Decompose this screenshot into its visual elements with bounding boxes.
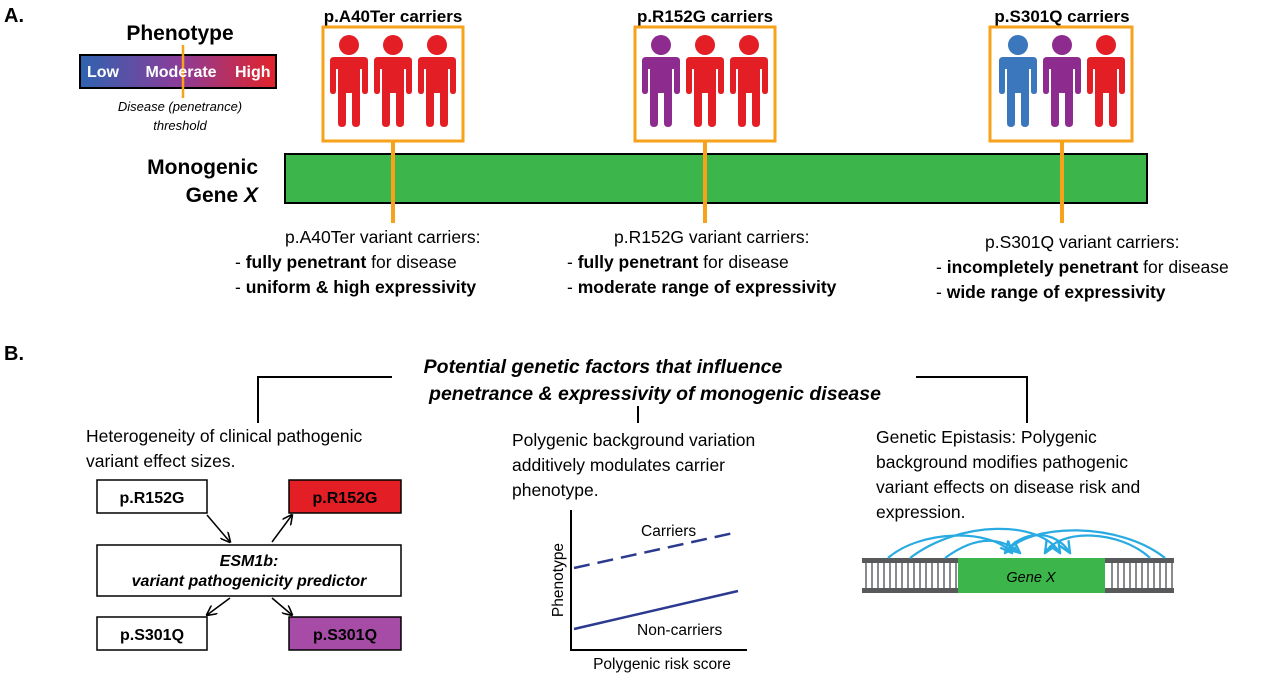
prs-plot: Phenotype Polygenic risk score Carriers … xyxy=(550,510,747,673)
gene-x-segment xyxy=(958,558,1105,593)
phenotype-high-label: High xyxy=(235,64,271,81)
gene-label-italic: X xyxy=(243,184,260,207)
bullet: - xyxy=(567,277,578,297)
col3-desc-line3: variant effects on disease risk and xyxy=(876,477,1140,497)
bullet: - xyxy=(936,257,947,277)
col2-desc-line2: additively modulates carrier xyxy=(512,455,725,475)
desc-line1: p.S301Q variant carriers: xyxy=(985,232,1180,252)
group-title: p.A40Ter carriers xyxy=(324,7,463,26)
panel-b-label: B. xyxy=(4,343,24,365)
group-r152g: p.R152G carriers xyxy=(633,7,777,223)
desc-line3: - uniform & high expressivity xyxy=(235,277,476,297)
panel-b-title-line2: penetrance & expressivity of monogenic d… xyxy=(428,383,881,405)
col3-desc-line2: background modifies pathogenic xyxy=(876,452,1128,472)
carrier-figure-2 xyxy=(374,35,412,127)
input-box-r152g xyxy=(96,479,208,514)
group-title: p.S301Q carriers xyxy=(994,7,1129,26)
desc-line1: p.R152G variant carriers: xyxy=(614,227,810,247)
plot-axes xyxy=(570,510,747,651)
group-s301q: p.S301Q carriers xyxy=(988,7,1134,223)
carrier-figure-1 xyxy=(642,35,680,127)
col1-desc-line2: variant effect sizes. xyxy=(86,451,235,471)
carrier-figure-3 xyxy=(418,35,456,127)
bullet: - xyxy=(936,282,947,302)
desc-line3-bold: wide range of expressivity xyxy=(946,282,1166,302)
desc-line3-bold: uniform & high expressivity xyxy=(246,277,477,297)
desc-a40ter: p.A40Ter variant carriers: - fully penet… xyxy=(235,227,481,297)
monogenic-gene-bar xyxy=(284,153,1148,204)
predictor-line2: variant pathogenicity predictor xyxy=(132,573,367,590)
bullet: - xyxy=(235,252,246,272)
phenotype-moderate-label: Moderate xyxy=(145,64,216,81)
desc-line3-bold: moderate range of expressivity xyxy=(578,277,837,297)
threshold-caption-line1: Disease (penetrance) xyxy=(118,99,242,114)
col3-desc-line1: Genetic Epistasis: Polygenic xyxy=(876,427,1097,447)
phenotype-gradient-bar xyxy=(79,54,277,89)
desc-line2: - fully penetrant for disease xyxy=(567,252,789,272)
carrier-figure-3 xyxy=(730,35,768,127)
threshold-caption-line2: threshold xyxy=(153,118,207,133)
desc-line2: - fully penetrant for disease xyxy=(235,252,457,272)
carriers-line xyxy=(573,530,739,570)
panel-a-label: A. xyxy=(4,5,24,27)
carriers-label: Carriers xyxy=(641,523,696,540)
carrier-figure-2 xyxy=(1043,35,1081,127)
desc-line2-bold: fully penetrant xyxy=(578,252,699,272)
desc-line2: - incompletely penetrant for disease xyxy=(936,257,1229,277)
noncarriers-line xyxy=(573,589,739,631)
desc-line2-rest: for disease xyxy=(366,252,456,272)
phenotype-title: Phenotype xyxy=(126,22,233,45)
gene-x-label: Gene X xyxy=(1006,570,1056,586)
y-axis-label: Phenotype xyxy=(550,543,567,617)
desc-r152g: p.R152G variant carriers: - fully penetr… xyxy=(567,227,837,297)
group-title: p.R152G carriers xyxy=(637,7,773,26)
col2-desc-line1: Polygenic background variation xyxy=(512,430,755,450)
dna-diagram: Gene X xyxy=(862,527,1174,593)
input-box-s301q xyxy=(96,616,208,651)
predictor-arrows xyxy=(207,515,292,615)
dna-rungs xyxy=(865,563,1173,588)
col3-desc-line4: expression. xyxy=(876,502,966,522)
group-a40ter: p.A40Ter carriers xyxy=(321,7,465,223)
desc-line3: - wide range of expressivity xyxy=(936,282,1166,302)
output-label-r152g: p.R152G xyxy=(313,490,378,507)
bullet: - xyxy=(235,277,246,297)
input-label-r152g: p.R152G xyxy=(120,490,185,507)
panel-b-title-line1: Potential genetic factors that influence xyxy=(424,356,783,378)
predictor-line1: ESM1b: xyxy=(220,553,279,570)
output-label-s301q: p.S301Q xyxy=(313,627,377,644)
desc-line2-rest: for disease xyxy=(698,252,788,272)
output-box-s301q xyxy=(288,616,402,651)
title-bracket xyxy=(257,376,1028,423)
carrier-figure-3 xyxy=(1087,35,1125,127)
esm1b-predictor-box xyxy=(96,544,402,597)
output-box-r152g xyxy=(288,479,402,514)
col2-desc-line3: phenotype. xyxy=(512,480,599,500)
carrier-figure-2 xyxy=(686,35,724,127)
gene-label-line2: Gene X xyxy=(186,184,260,207)
epistasis-arcs xyxy=(887,527,1166,559)
bullet: - xyxy=(567,252,578,272)
desc-line2-bold: incompletely penetrant xyxy=(947,257,1139,277)
gene-label-prefix: Gene xyxy=(186,184,244,207)
x-axis-label: Polygenic risk score xyxy=(593,656,731,673)
noncarriers-label: Non-carriers xyxy=(637,622,723,639)
carrier-figure-1 xyxy=(999,35,1037,127)
desc-line2-bold: fully penetrant xyxy=(246,252,367,272)
desc-s301q: p.S301Q variant carriers: - incompletely… xyxy=(936,232,1229,302)
col1-desc-line1: Heterogeneity of clinical pathogenic xyxy=(86,426,363,446)
desc-line1: p.A40Ter variant carriers: xyxy=(285,227,481,247)
gene-label-line1: Monogenic xyxy=(147,156,258,179)
desc-line3: - moderate range of expressivity xyxy=(567,277,837,297)
input-label-s301q: p.S301Q xyxy=(120,627,184,644)
desc-line2-rest: for disease xyxy=(1138,257,1228,277)
phenotype-low-label: Low xyxy=(87,64,120,81)
carrier-figure-1 xyxy=(330,35,368,127)
